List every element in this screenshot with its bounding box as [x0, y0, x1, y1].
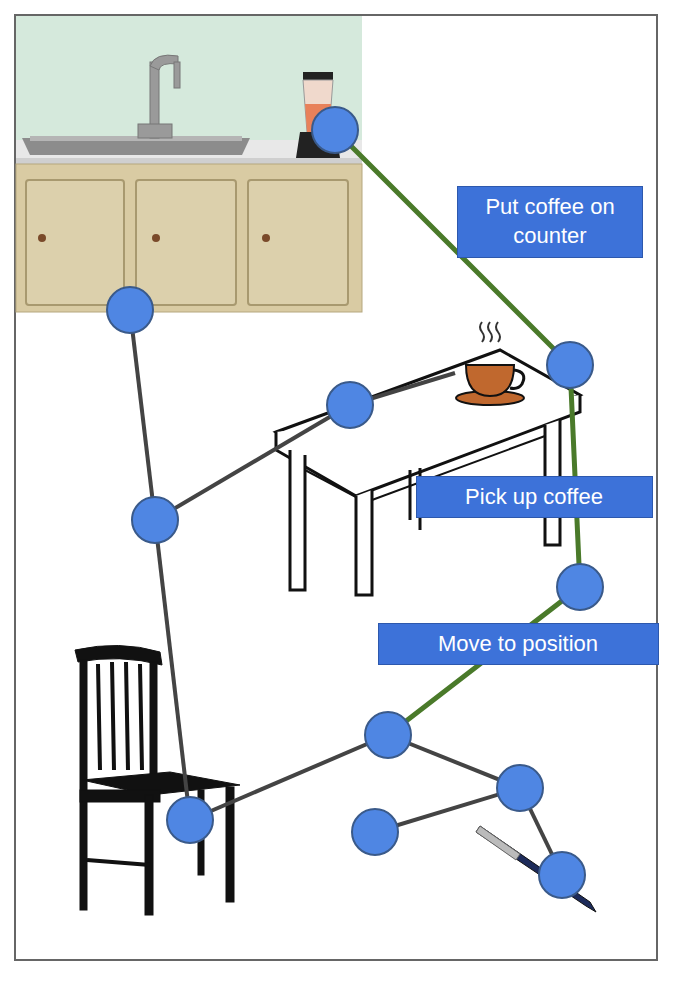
coffee-cup [456, 322, 524, 405]
faucet [138, 55, 180, 138]
action-label: Move to position [378, 623, 659, 666]
action-text: Move to position [389, 630, 648, 659]
graph-lines [130, 310, 562, 875]
cabinet-doors [26, 180, 348, 305]
sink-rim [30, 136, 242, 141]
action-label: Pick up coffee [416, 476, 653, 519]
chair [75, 645, 240, 915]
frame [15, 15, 657, 960]
action-text: Pick up coffee [427, 483, 642, 512]
action-label: Put coffee on counter [457, 186, 643, 257]
cabinets [16, 164, 362, 312]
cabinet-knobs [38, 234, 270, 242]
counter-edge [16, 158, 362, 164]
table [276, 350, 580, 595]
wall [16, 16, 362, 141]
pen [476, 826, 596, 912]
action-text: Put coffee on counter [468, 193, 632, 250]
